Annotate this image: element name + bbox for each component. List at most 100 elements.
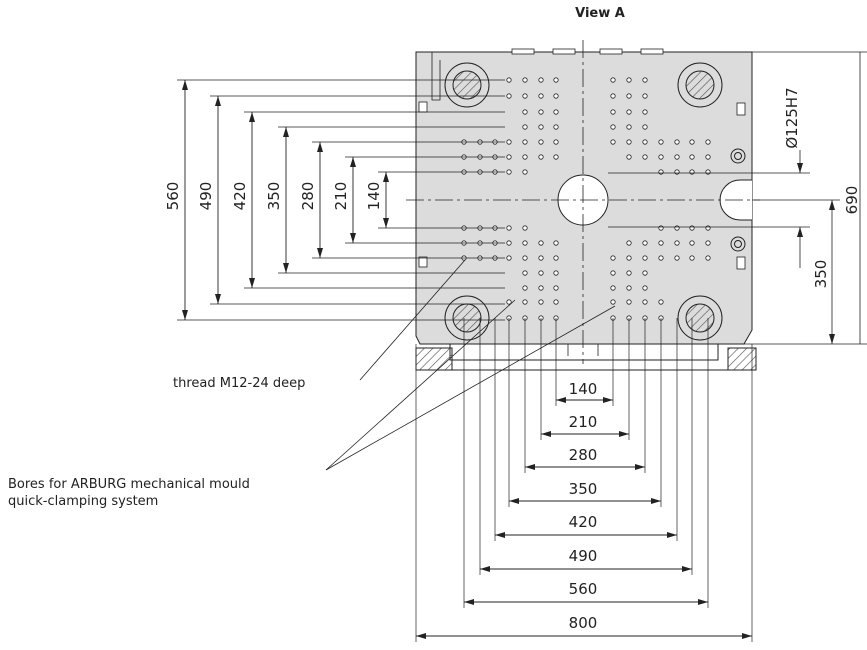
mounting-hole (689, 139, 695, 145)
dim-label-bottom-140: 140 (569, 380, 598, 398)
mounting-hole (626, 77, 632, 83)
mounting-hole (674, 255, 680, 261)
mounting-hole (522, 124, 528, 130)
mounting-hole (642, 154, 648, 160)
mounting-hole (522, 77, 528, 83)
mounting-hole (658, 154, 664, 160)
hole-pattern (461, 77, 711, 321)
mounting-hole (553, 124, 559, 130)
mounting-hole (506, 139, 512, 145)
bottom-dimensions (415, 318, 753, 642)
mounting-hole (642, 299, 648, 305)
dim-label-690: 690 (843, 186, 861, 215)
mounting-hole (553, 77, 559, 83)
mounting-hole (506, 240, 512, 246)
mounting-hole (522, 285, 528, 291)
dim-label-bottom-280: 280 (569, 446, 598, 464)
mounting-hole (506, 255, 512, 261)
mounting-hole (538, 93, 544, 99)
mounting-hole (506, 299, 512, 305)
mounting-hole (689, 225, 695, 231)
mounting-hole (553, 299, 559, 305)
mounting-hole (522, 93, 528, 99)
mounting-hole (553, 139, 559, 145)
mounting-hole (626, 109, 632, 115)
mounting-hole (705, 225, 711, 231)
right-dimensions (608, 51, 867, 345)
mounting-hole (674, 154, 680, 160)
tie-bar-bore (677, 295, 723, 341)
mounting-hole (610, 77, 616, 83)
side-marker (418, 101, 428, 113)
mounting-hole (658, 255, 664, 261)
top-notch (599, 48, 623, 55)
dim-label-420: 420 (231, 182, 249, 211)
mounting-hole (642, 93, 648, 99)
mounting-hole (553, 240, 559, 246)
mounting-hole (626, 154, 632, 160)
mounting-hole (705, 255, 711, 261)
tie-bar-bore (677, 62, 723, 108)
bores-note-line1: Bores for ARBURG mechanical mould (8, 477, 250, 492)
mounting-hole (642, 124, 648, 130)
tie-bar-bore (444, 295, 490, 341)
dim-label-140: 140 (365, 182, 383, 211)
mounting-hole (705, 169, 711, 175)
dim-label-bottom-800: 800 (569, 614, 598, 632)
mounting-hole (522, 169, 528, 175)
dim-label-bottom-210: 210 (569, 413, 598, 431)
bottom-rail (449, 344, 719, 361)
mounting-hole (626, 139, 632, 145)
top-notch (640, 48, 664, 55)
mounting-hole (522, 270, 528, 276)
mounting-hole (538, 255, 544, 261)
mounting-hole (658, 139, 664, 145)
mounting-hole (610, 299, 616, 305)
mounting-hole (553, 154, 559, 160)
mounting-hole (553, 270, 559, 276)
top-notch (552, 48, 576, 55)
view-title: View A (575, 6, 625, 21)
mounting-hole (689, 169, 695, 175)
mounting-hole (674, 169, 680, 175)
mounting-hole (506, 154, 512, 160)
mounting-hole (689, 240, 695, 246)
mounting-hole (642, 240, 648, 246)
mounting-hole (538, 77, 544, 83)
mounting-hole (610, 255, 616, 261)
side-marker (736, 256, 746, 270)
mounting-hole (642, 109, 648, 115)
mounting-hole (626, 124, 632, 130)
base-block-hatched (415, 347, 453, 371)
mounting-hole (610, 270, 616, 276)
left-dimensions (177, 79, 505, 321)
mounting-hole (626, 93, 632, 99)
mounting-hole (626, 255, 632, 261)
dim-label-350-right: 350 (812, 260, 830, 289)
mounting-hole (642, 139, 648, 145)
mounting-hole (626, 240, 632, 246)
mounting-hole (522, 109, 528, 115)
mounting-hole (658, 225, 664, 231)
mounting-hole (538, 299, 544, 305)
dim-label-bottom-560: 560 (569, 580, 598, 598)
mounting-hole (538, 154, 544, 160)
mounting-hole (642, 270, 648, 276)
mounting-hole (610, 285, 616, 291)
bore-diameter-label: Ø125H7 (783, 87, 801, 148)
mounting-hole (626, 270, 632, 276)
dim-label-210: 210 (332, 182, 350, 211)
dim-label-bottom-350: 350 (569, 480, 598, 498)
mounting-hole (689, 154, 695, 160)
mounting-hole (674, 139, 680, 145)
tie-bar-bore (444, 62, 490, 108)
mounting-hole (610, 109, 616, 115)
mounting-hole (538, 139, 544, 145)
bores-note-line2: quick-clamping system (8, 494, 159, 509)
mounting-hole (538, 240, 544, 246)
mounting-hole (553, 285, 559, 291)
mounting-hole (538, 109, 544, 115)
mounting-hole (689, 255, 695, 261)
base-block-hatched (727, 347, 757, 371)
mounting-hole (538, 124, 544, 130)
